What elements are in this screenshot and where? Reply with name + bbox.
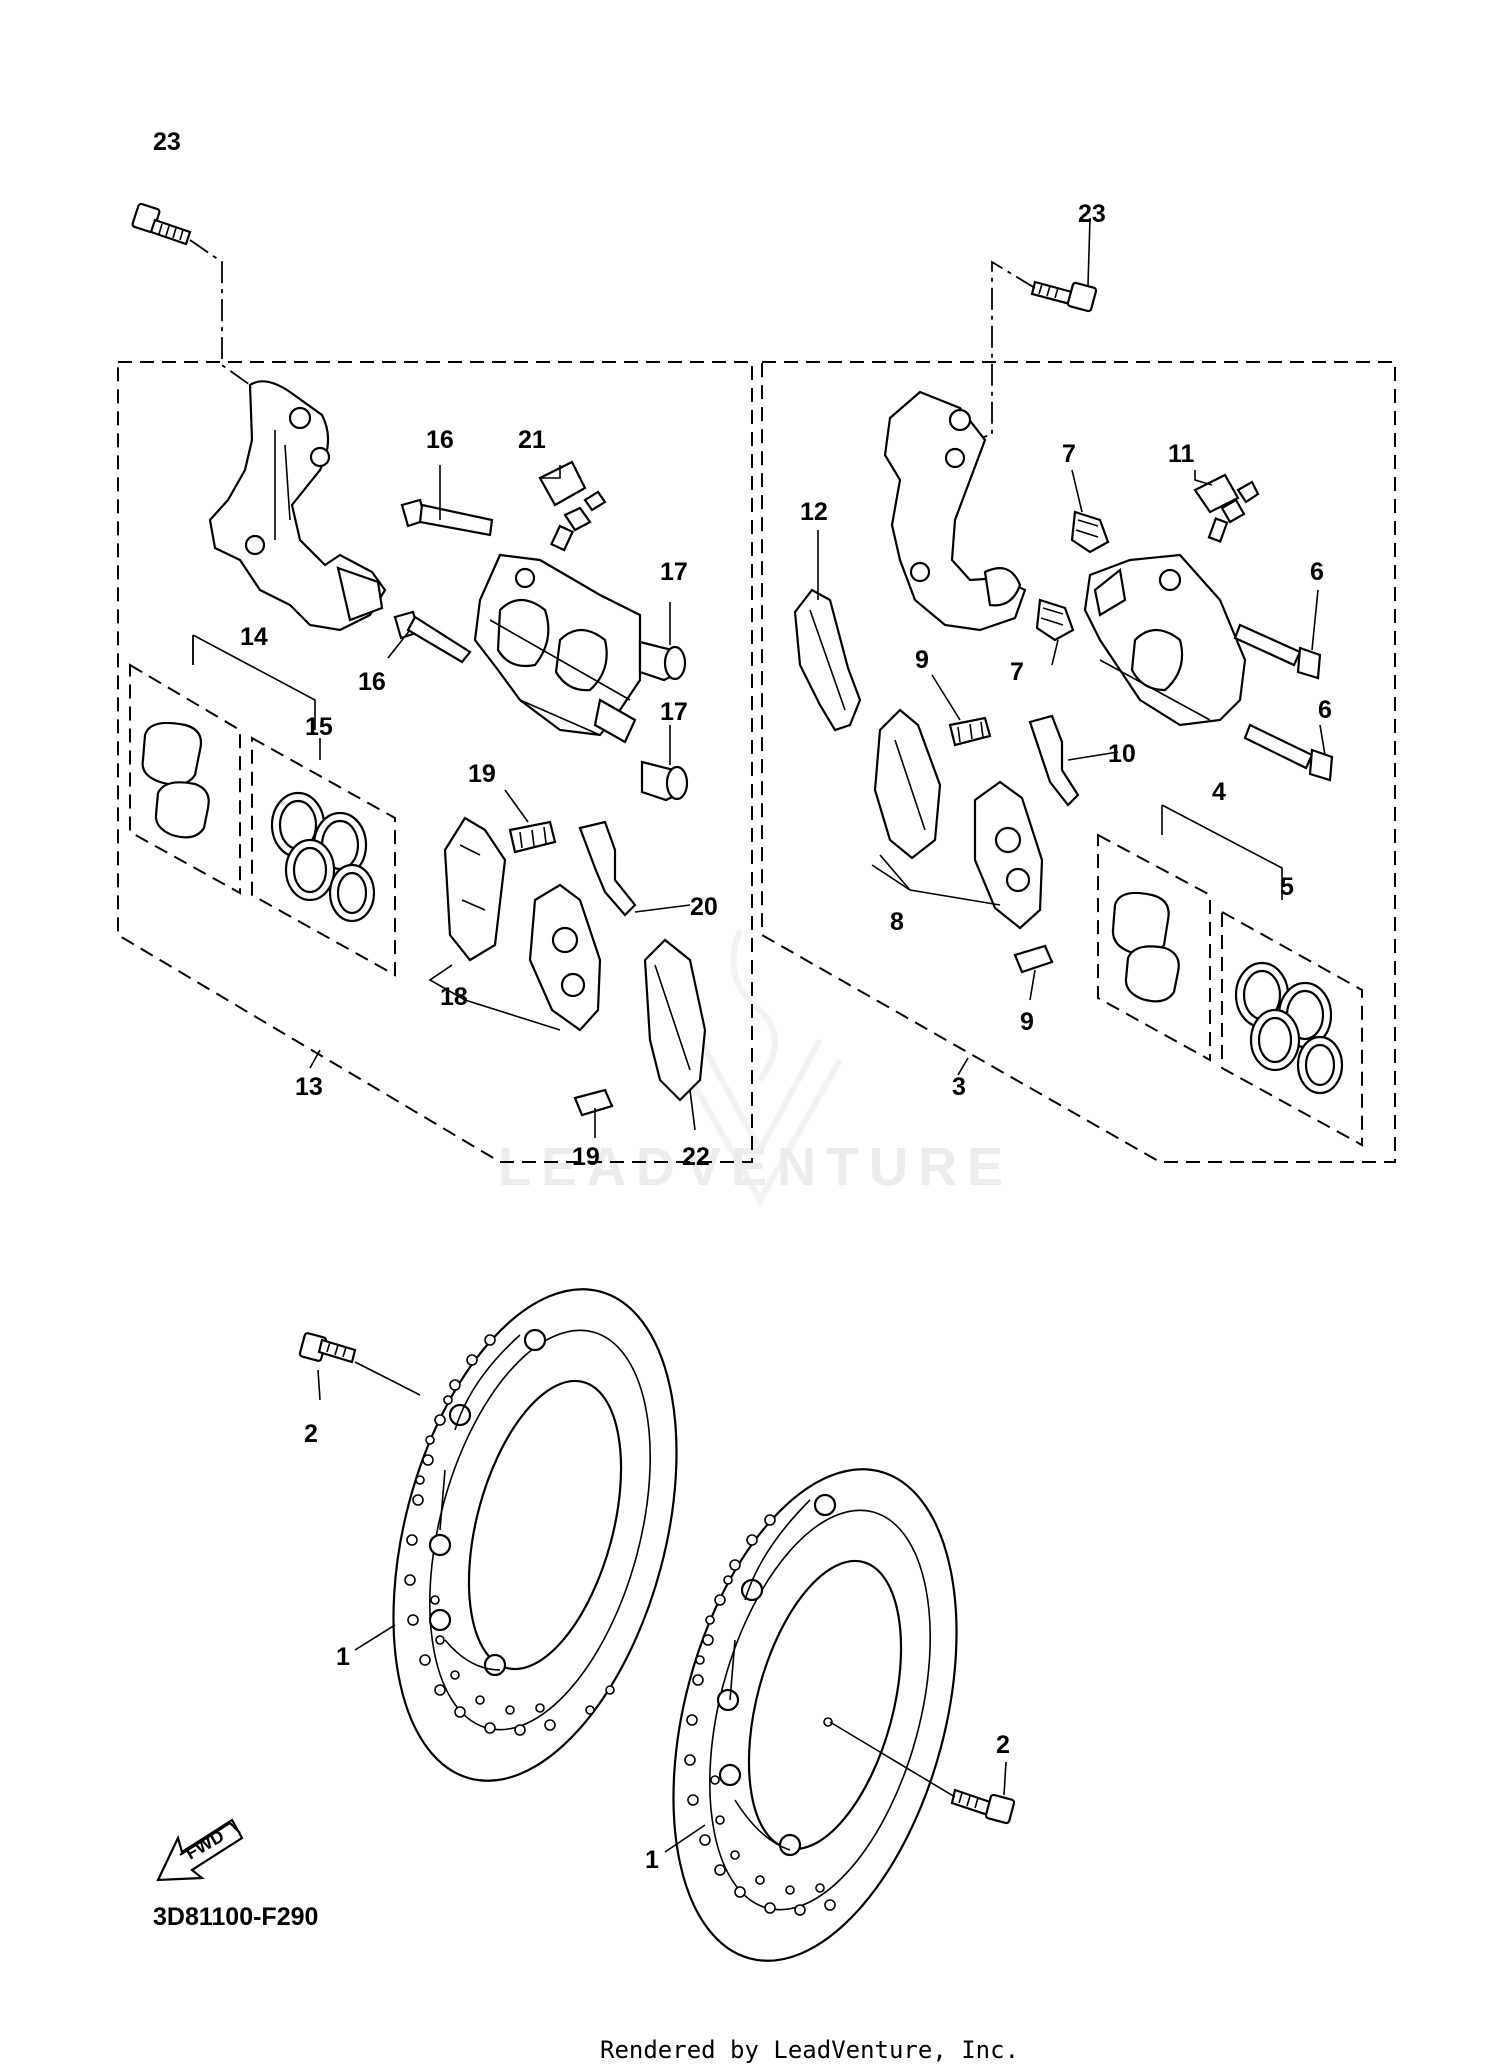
disc-leaders	[317, 1361, 1007, 1853]
bolt-23-right-leader	[969, 260, 1036, 441]
callout-16-upper: 16	[426, 426, 454, 454]
callout-12: 12	[800, 498, 828, 526]
callout-2-left: 2	[304, 1420, 318, 1448]
slide-pin-lower-6[interactable]	[1243, 723, 1334, 782]
callout-17-lower: 17	[660, 698, 688, 726]
leadventure-watermark: LEADVENTURE	[498, 928, 1013, 1207]
right-caliper-assembly[interactable]: 23 7 7 11 6 6 12 9 10 4 5 8 9 3	[761, 200, 1396, 1163]
callout-1-left: 1	[336, 1643, 350, 1671]
callout-16-lower: 16	[358, 668, 386, 696]
disc-bolt-left-2[interactable]	[298, 1332, 357, 1364]
brake-pad-set-right-8[interactable]	[873, 708, 1044, 930]
watermark-text: LEADVENTURE	[498, 1137, 1013, 1197]
bleed-screw-left-21[interactable]	[538, 460, 607, 552]
caliper-body-left[interactable]	[473, 553, 642, 744]
callout-9-upper: 9	[915, 646, 929, 674]
callout-14: 14	[240, 623, 268, 651]
callout-7-upper: 7	[1062, 440, 1076, 468]
callout-13: 13	[295, 1073, 323, 1101]
callout-6-upper: 6	[1310, 558, 1324, 586]
right-assembly-boundary	[761, 361, 1396, 1163]
bleed-screw-right-11[interactable]	[1193, 473, 1260, 543]
callout-20: 20	[690, 893, 718, 921]
caliper-seal-kit-right-5[interactable]	[1221, 910, 1363, 1147]
left-assembly-boundary	[117, 361, 753, 1163]
disc-bolt-right-2[interactable]	[950, 1788, 1016, 1825]
forward-direction-arrow: FWD	[156, 1818, 244, 1882]
caliper-bracket-left[interactable]	[208, 380, 387, 632]
callout-6-lower: 6	[1318, 696, 1332, 724]
callout-4: 4	[1212, 778, 1226, 806]
caliper-bolt-left[interactable]	[131, 202, 192, 246]
bushing-upper-7[interactable]	[1070, 510, 1110, 554]
pad-shim-22[interactable]	[643, 938, 707, 1102]
pad-support-10[interactable]	[1028, 714, 1080, 807]
pad-spring-upper-19[interactable]	[508, 820, 557, 854]
callout-2-right: 2	[996, 1731, 1010, 1759]
pad-support-20[interactable]	[578, 820, 637, 917]
pad-spring-lower-9[interactable]	[1013, 944, 1054, 974]
brake-pad-set-left-18[interactable]	[443, 816, 602, 1032]
callout-10: 10	[1108, 740, 1136, 768]
diagram-code: 3D81100-F290	[153, 1903, 318, 1931]
callout-5: 5	[1280, 873, 1294, 901]
slide-pin-upper-6[interactable]	[1233, 623, 1322, 680]
slide-pin-lower-16[interactable]	[393, 610, 472, 664]
brake-disc-right[interactable]	[624, 1438, 1006, 1992]
callout-22: 22	[682, 1143, 710, 1171]
caliper-bracket-right[interactable]	[883, 390, 1027, 632]
callout-9-lower: 9	[1020, 1008, 1034, 1036]
pad-spring-upper-9[interactable]	[948, 716, 992, 747]
callout-1-right: 1	[645, 1846, 659, 1874]
callout-21: 21	[518, 426, 546, 454]
caliper-body-right[interactable]	[1083, 553, 1247, 727]
piston-set-left-14[interactable]	[129, 663, 241, 895]
callout-23-right: 23	[1078, 200, 1106, 228]
callout-3: 3	[952, 1073, 966, 1101]
piston-set-right-4[interactable]	[1097, 833, 1211, 1062]
caliper-seal-kit-left-15[interactable]	[251, 736, 396, 977]
left-leaders	[192, 465, 696, 1138]
rendered-by-footer: Rendered by LeadVenture, Inc.	[600, 2036, 1019, 2064]
callout-19-lower: 19	[572, 1143, 600, 1171]
callout-11: 11	[1168, 440, 1195, 468]
callout-17-upper: 17	[660, 558, 688, 586]
callout-8: 8	[890, 908, 904, 936]
pad-spring-lower-19[interactable]	[573, 1088, 614, 1117]
slide-pin-upper-16[interactable]	[400, 498, 494, 537]
caliper-plug-upper-17[interactable]	[638, 640, 687, 682]
callout-15: 15	[305, 713, 333, 741]
callout-7-lower: 7	[1010, 658, 1024, 686]
bolt-23-left-leader	[189, 239, 251, 386]
bushing-lower-7[interactable]	[1035, 598, 1075, 642]
brake-disc-left[interactable]	[344, 1258, 726, 1812]
pad-shim-12[interactable]	[793, 588, 862, 732]
right-leaders	[817, 217, 1326, 1076]
caliper-plug-lower-17[interactable]	[640, 760, 689, 802]
callout-19-upper: 19	[468, 760, 496, 788]
callout-18: 18	[440, 983, 468, 1011]
callout-23-left: 23	[153, 128, 181, 156]
left-caliper-assembly[interactable]: 23 14 15 16 16 21 17 17 19 20 18 13 19 2…	[117, 128, 753, 1171]
caliper-bolt-right[interactable]	[1030, 280, 1098, 313]
